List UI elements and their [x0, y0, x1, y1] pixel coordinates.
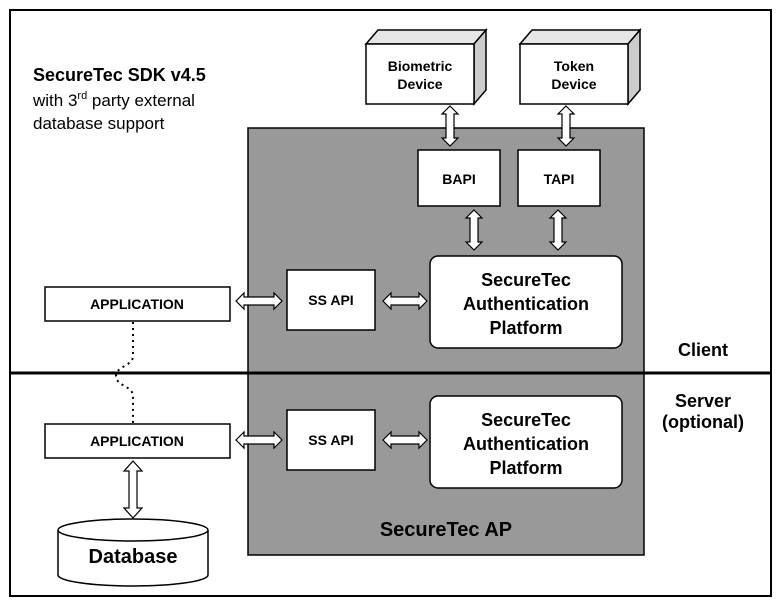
- server-ssapi-label: SS API: [308, 432, 353, 448]
- arrow-tapi-platform: [548, 209, 568, 251]
- server-ssapi-box: [286, 409, 376, 471]
- server-platform-label-1: SecureTec: [481, 410, 571, 430]
- token-device: Token Device: [518, 27, 642, 107]
- biometric-device-label-1: Biometric: [388, 58, 453, 74]
- token-device-label-1: Token: [554, 58, 594, 74]
- bapi-box: [417, 149, 501, 207]
- server-platform-label-3: Platform: [489, 458, 562, 478]
- server-platform-box: [429, 395, 623, 489]
- sdk-title: SecureTec SDK v4.5: [33, 65, 206, 85]
- client-ssapi-label: SS API: [308, 292, 353, 308]
- token-device-label-2: Device: [551, 76, 596, 92]
- client-platform-label-3: Platform: [489, 318, 562, 338]
- client-platform-label-2: Authentication: [463, 294, 589, 314]
- biometric-device-label-2: Device: [397, 76, 442, 92]
- client-zone-label: Client: [678, 340, 728, 360]
- arrow-client-app-ssapi: [235, 291, 283, 311]
- database-cylinder: Database: [57, 518, 209, 587]
- server-application-label: APPLICATION: [90, 433, 184, 449]
- arrow-server-app-ssapi: [235, 430, 283, 450]
- securetec-ap-label: SecureTec AP: [380, 519, 512, 541]
- server-zone-label-1: Server: [675, 391, 731, 411]
- tapi-label: TAPI: [544, 171, 575, 187]
- client-application-box: [44, 286, 231, 322]
- app-link-dotted: [114, 322, 134, 423]
- arrow-client-ssapi-platform: [382, 291, 428, 311]
- server-platform-label-2: Authentication: [463, 434, 589, 454]
- arrow-app-database: [122, 460, 144, 519]
- server-application-box: [44, 423, 231, 459]
- arrow-server-ssapi-platform: [382, 430, 428, 450]
- arrow-token-tapi: [556, 105, 576, 147]
- client-platform-label-1: SecureTec: [481, 270, 571, 290]
- arrow-bapi-platform: [464, 209, 484, 251]
- database-label: Database: [89, 546, 178, 568]
- arrow-biometric-bapi: [440, 105, 460, 147]
- bapi-label: BAPI: [442, 171, 475, 187]
- sdk-subtitle-line1: with 3rd party external: [32, 90, 195, 110]
- tapi-box: [517, 149, 601, 207]
- client-platform-box: [429, 255, 623, 349]
- biometric-device: Biometric Device: [364, 27, 488, 107]
- sdk-subtitle-line2: database support: [33, 114, 165, 133]
- server-zone-label-2: (optional): [662, 412, 744, 432]
- client-ssapi-box: [286, 269, 376, 331]
- client-application-label: APPLICATION: [90, 296, 184, 312]
